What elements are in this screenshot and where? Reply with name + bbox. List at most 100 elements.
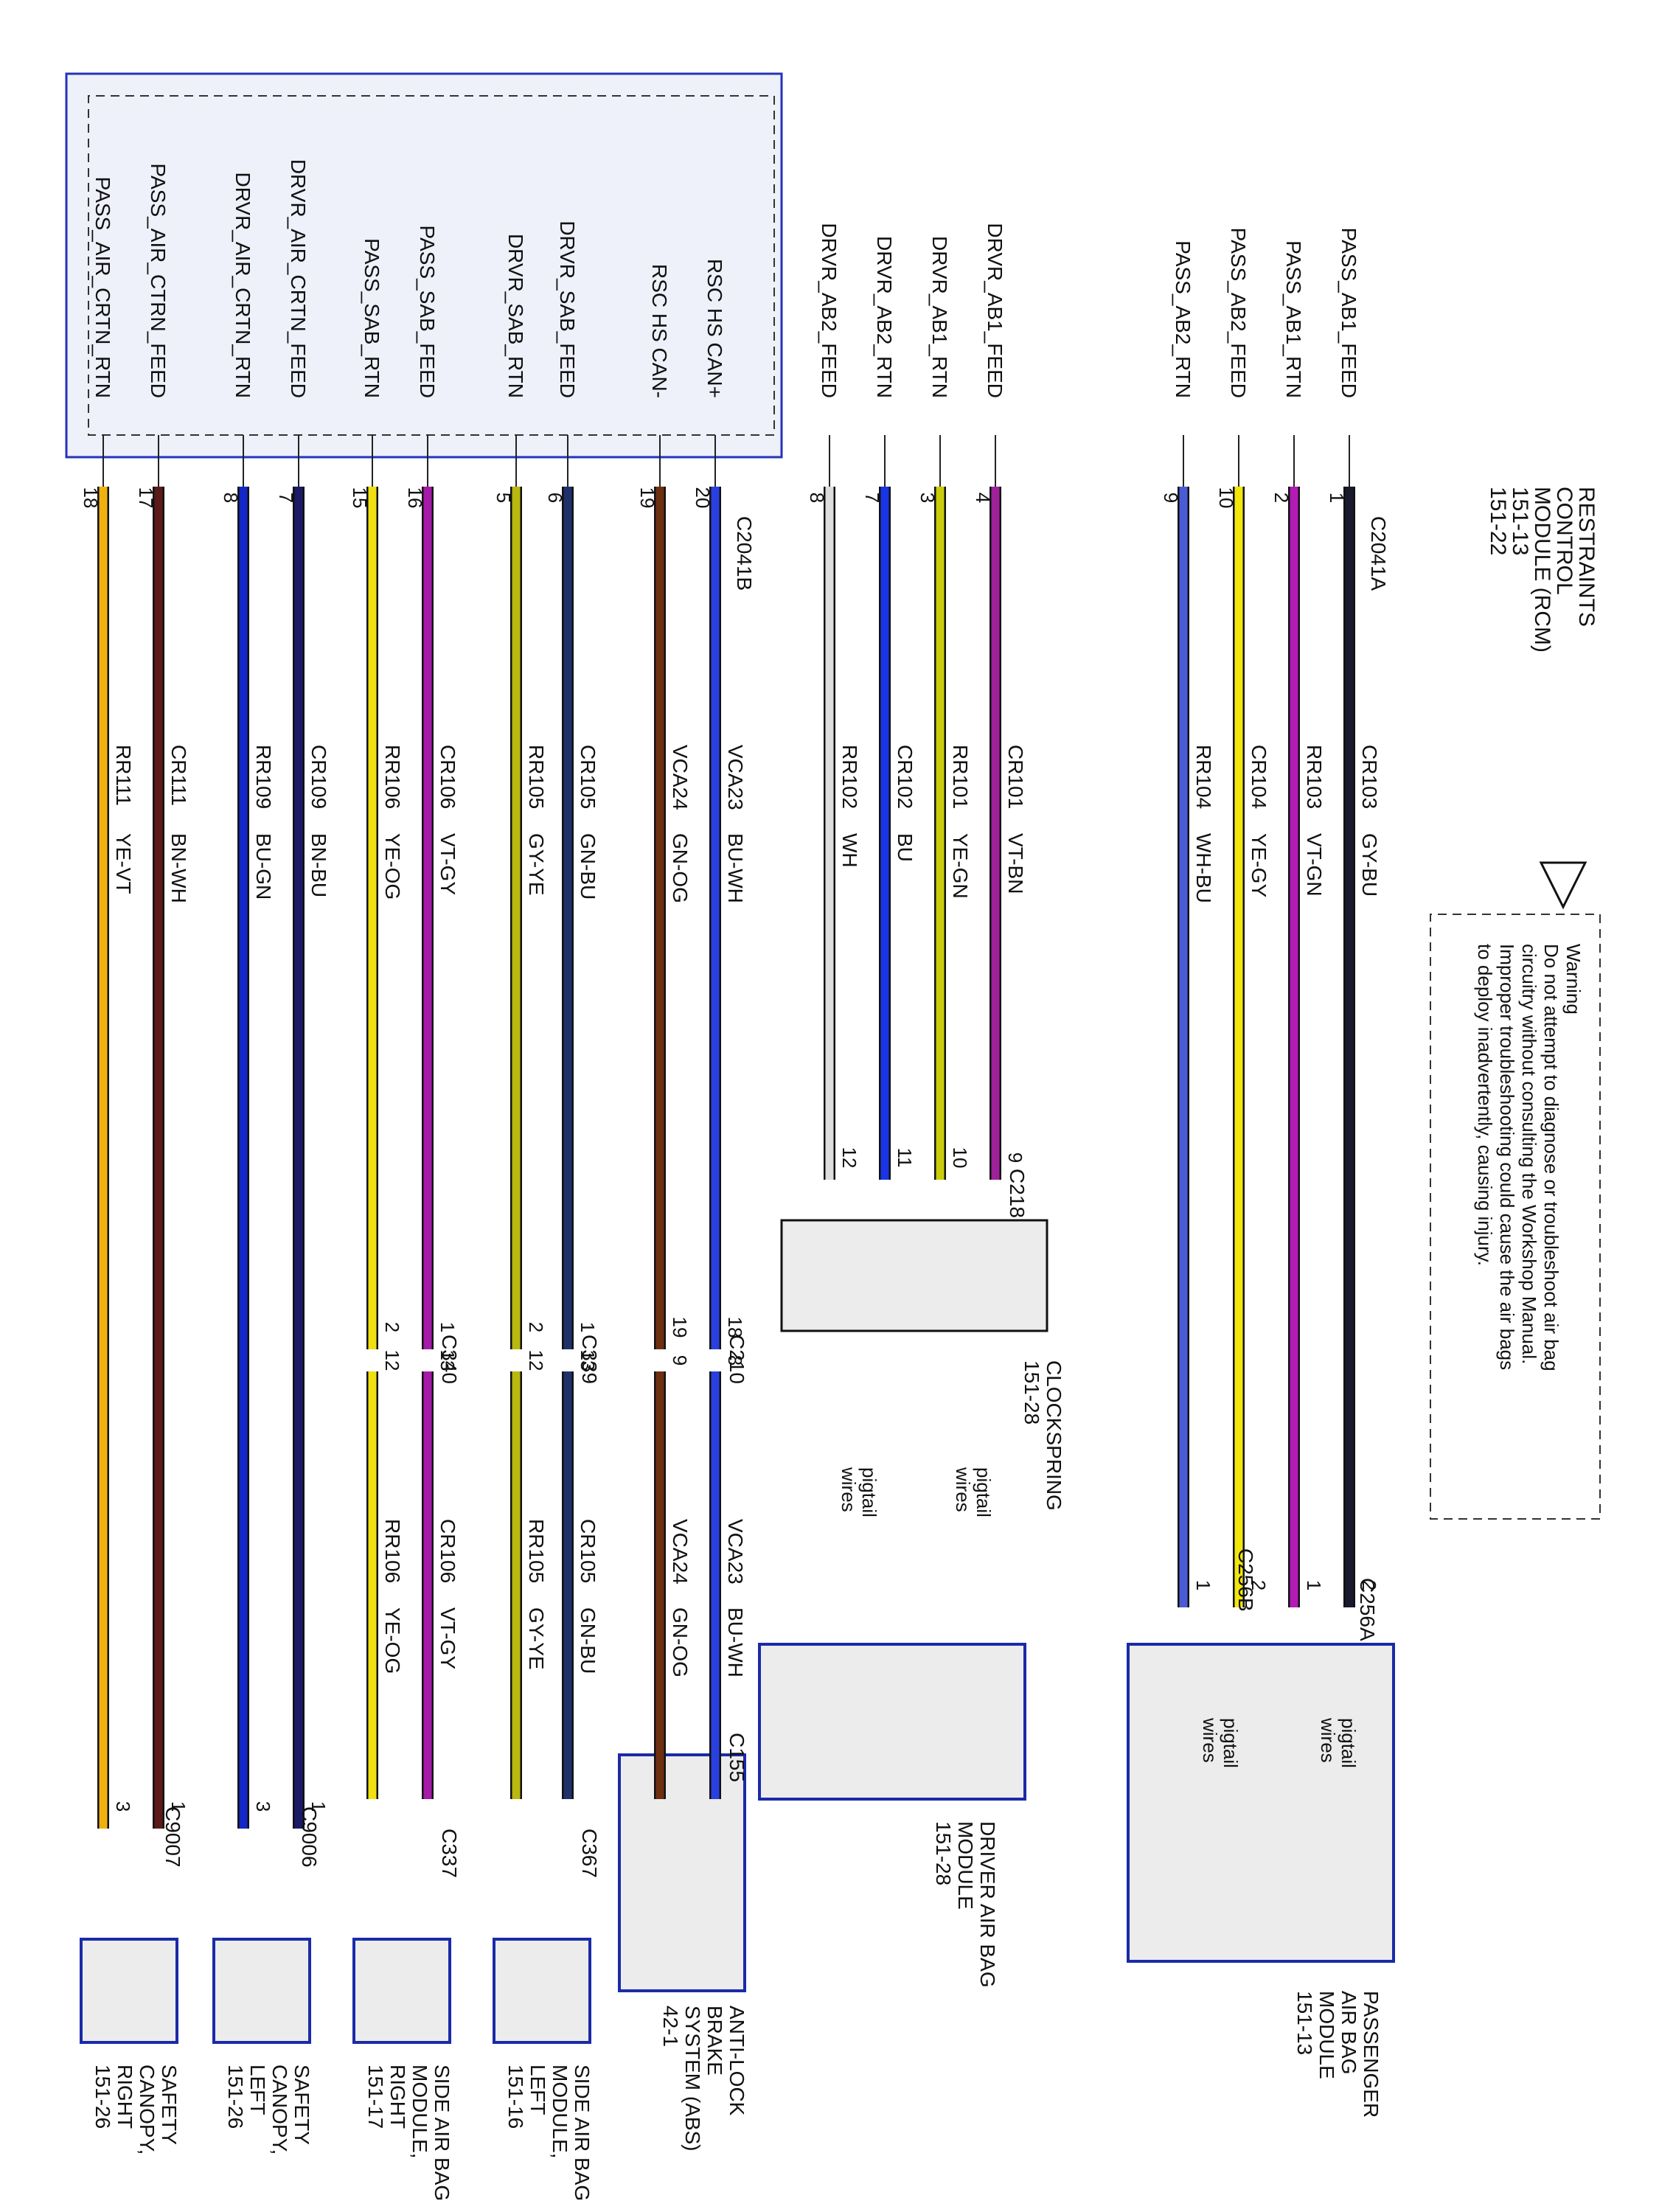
end-pin-number: 3: [252, 1801, 274, 1812]
pigtail-label: wires: [952, 1467, 974, 1512]
end-pin-number: 1: [307, 1801, 330, 1812]
sab-left-label: 151-16: [504, 2065, 527, 2129]
abs-label: ANTI-LOCK: [726, 2006, 748, 2116]
circuit-name-label: PASS_AB2_FEED: [1227, 228, 1250, 398]
mid-circuit-color: VT-GY: [437, 1607, 459, 1669]
circuit-name-label: DRVR_AIR_CRTN_RTN: [232, 172, 254, 398]
end-pin-number: 18: [724, 1317, 746, 1338]
sab-right-label: 151-17: [364, 2065, 387, 2129]
circuit-name-label: DRVR_AB1_RTN: [928, 236, 951, 398]
connector-c340: C340: [438, 1335, 461, 1384]
rcm-module-box: [65, 72, 783, 459]
rcm-pin-number: 9: [1160, 493, 1182, 503]
canopy-left-label: CANOPY,: [268, 2065, 291, 2154]
circuit-name-label: PASS_SAB_RTN: [361, 238, 383, 398]
end-pin-number: 1: [1303, 1580, 1325, 1590]
circuit-name-label: RSC HS CAN+: [703, 259, 726, 398]
canopy-left-label: SAFETY: [291, 2065, 313, 2145]
circuit-color: BN-BU: [307, 833, 330, 897]
circuit-color: VT-GY: [437, 833, 459, 895]
circuit-id: RR103: [1303, 745, 1326, 809]
connector-c367: C367: [578, 1829, 601, 1878]
circuit-color: GN-OG: [669, 833, 692, 903]
circuit-color: VT-BN: [1004, 833, 1027, 894]
end-pin-number: 9: [1004, 1152, 1026, 1163]
end-pin-number: 19: [669, 1317, 691, 1338]
mid-circuit-color: BU-WH: [724, 1607, 747, 1677]
connector-c256a: C256A: [1356, 1578, 1379, 1641]
end-pin-number: 2: [1358, 1580, 1380, 1590]
mid-pin-number: 8: [724, 1355, 746, 1366]
connector-c2041a: C2041A: [1367, 516, 1390, 591]
mid-pin-number: 13: [577, 1350, 599, 1371]
circuit-id: CR111: [167, 745, 190, 806]
end-pin-number: 3: [112, 1801, 134, 1812]
abs-label: SYSTEM (ABS): [681, 2006, 704, 2152]
pigtail-label: wires: [838, 1467, 860, 1512]
circuit-id: CR105: [577, 745, 599, 809]
connector-c218: C218: [1006, 1169, 1029, 1218]
connector-c337: C337: [438, 1829, 461, 1878]
canopy-left-label: 151-26: [224, 2065, 247, 2129]
pigtail-label: pigtail: [1338, 1718, 1360, 1768]
rcm-inner-dash: [88, 95, 775, 436]
rcm-pin-number: 7: [275, 493, 297, 503]
end-pin-number: 1: [167, 1801, 189, 1812]
pigtail-label: pigtail: [858, 1467, 880, 1517]
mid-circuit-id: VCA23: [724, 1519, 747, 1585]
rcm-pin-number: 8: [806, 493, 828, 503]
clockspring-box: [780, 1219, 1048, 1332]
sab-left-label: LEFT: [526, 2065, 549, 2115]
end-pin-number: 1: [577, 1322, 599, 1332]
pass-airbag-label: 151-13: [1293, 1991, 1316, 2055]
mid-circuit-color: GN-OG: [669, 1607, 692, 1677]
sab-left-label: MODULE,: [549, 2065, 571, 2159]
mid-circuit-color: GY-YE: [525, 1607, 548, 1670]
circuit-id: RR106: [381, 745, 404, 809]
rcm-title-line: MODULE (RCM): [1530, 487, 1554, 653]
drvr-airbag-label: DRIVER AIR BAG: [976, 1821, 999, 1988]
circuit-color: GN-BU: [577, 833, 599, 900]
end-pin-number: 2: [525, 1322, 547, 1332]
end-pin-number: 11: [894, 1148, 916, 1168]
connector-c2041b: C2041B: [733, 516, 756, 591]
circuit-name-label: DRVR_AB2_FEED: [818, 223, 841, 398]
drvr-airbag-label: MODULE: [954, 1821, 977, 1910]
pigtail-label: wires: [1199, 1717, 1221, 1763]
circuit-id: RR109: [252, 745, 275, 809]
mid-pin-number: 9: [669, 1355, 691, 1366]
end-pin-number: 1: [1192, 1580, 1214, 1590]
rcm-title-line: CONTROL: [1552, 487, 1576, 595]
circuit-color: GY-BU: [1358, 833, 1381, 897]
circuit-color: GY-YE: [525, 833, 548, 896]
clockspring-label: 151-28: [1020, 1360, 1043, 1425]
connector-c210: C210: [726, 1335, 748, 1384]
mid-circuit-id: VCA24: [669, 1519, 692, 1585]
circuit-color: BU: [894, 833, 917, 862]
circuit-color: YE-OG: [381, 833, 404, 900]
circuit-name-label: PASS_AB1_RTN: [1282, 240, 1305, 398]
end-pin-number: 2: [1248, 1580, 1270, 1590]
circuit-color: BN-WH: [167, 833, 190, 903]
circuit-id: RR105: [525, 745, 548, 809]
canopy-right-label: RIGHT: [114, 2065, 136, 2129]
pass-airbag-label: PASSENGER: [1360, 1991, 1382, 2118]
end-pin-number: 12: [838, 1147, 860, 1169]
circuit-name-label: DRVR_AIR_CRTN_FEED: [287, 159, 310, 398]
circuit-id: CR103: [1358, 745, 1381, 809]
warning-triangle-icon: [1539, 861, 1587, 910]
connector-c256b: C256B: [1234, 1548, 1257, 1612]
circuit-id: VCA24: [669, 745, 692, 810]
warning-line: Warning: [1562, 944, 1585, 1015]
mid-pin-number: 12: [381, 1350, 403, 1371]
